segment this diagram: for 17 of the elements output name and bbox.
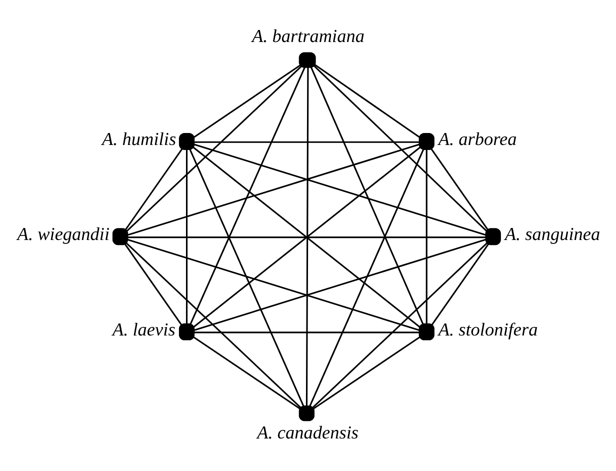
node-label: A. canadensis <box>257 422 359 442</box>
node-circle <box>418 132 434 150</box>
node-circle <box>112 228 128 245</box>
node-circle <box>178 132 195 150</box>
node-label: A. sanguinea <box>504 224 600 244</box>
node-label: A. stolonifera <box>438 318 538 339</box>
node-circle <box>485 228 501 245</box>
node-circle <box>298 52 316 68</box>
node-circle <box>178 322 195 340</box>
connector <box>186 141 428 333</box>
node-circle <box>418 322 434 340</box>
node-circle <box>298 404 315 421</box>
node-label: A. arborea <box>438 128 517 149</box>
node-label: A. wiegandii <box>17 224 110 244</box>
node-label: A. laevis <box>112 318 176 339</box>
node-label: A. humilis <box>102 128 176 149</box>
node-label: A. bartramiana <box>252 26 365 46</box>
